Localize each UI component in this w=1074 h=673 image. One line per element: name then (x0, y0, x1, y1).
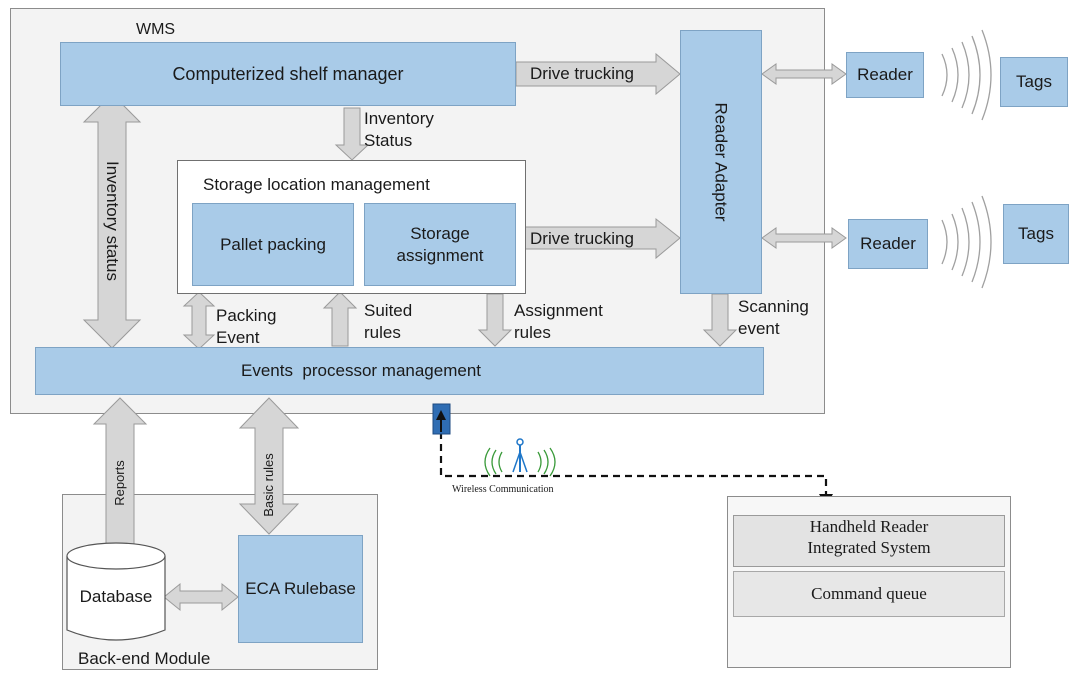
inventory-status-vertical-label: Inventory status (103, 160, 122, 282)
wireless-label: Wireless Communication (452, 484, 554, 495)
reader-bottom-box: Reader (848, 219, 928, 269)
inventory-status-down-label: Inventory Status (364, 109, 434, 150)
suited-rules-label: Suited rules (364, 301, 413, 342)
assignment-rules-arrow (477, 293, 513, 347)
handheld-title: Handheld Reader Integrated System (733, 515, 1005, 567)
database-label: Database (79, 587, 153, 606)
wms-title: WMS (136, 21, 176, 38)
inventory-status-down-arrow (334, 107, 370, 161)
database-rulebase-connector (163, 582, 239, 612)
backend-title: Back-end Module (78, 649, 211, 668)
database-icon (66, 542, 166, 641)
reader-top-box: Reader (846, 52, 924, 98)
wave-top-4 (971, 35, 981, 115)
reader-adapter-label: Reader Adapter (712, 102, 731, 222)
command-queue-box: Command queue (733, 571, 1005, 617)
tags-top-box: Tags (1000, 57, 1068, 107)
storage-location-title: Storage location management (203, 175, 430, 194)
assignment-rules-label: Assignment rules (514, 301, 603, 342)
wireless-link (439, 420, 828, 496)
drive-trucking-top-arrow (515, 52, 681, 96)
wave-bot-4 (971, 201, 981, 283)
scanning-event-label: Scanning event (738, 297, 809, 338)
drive-trucking-top-label: Drive trucking (530, 64, 634, 83)
wave-top-3 (961, 41, 970, 109)
reports-label: Reports (112, 460, 127, 506)
drive-trucking-bottom-arrow (515, 217, 681, 260)
wave-bot-5 (981, 195, 992, 289)
drive-trucking-bottom-label: Drive trucking (530, 229, 634, 248)
packing-event-label: Packing Event (216, 306, 277, 347)
reader-adapter-box: Reader Adapter (680, 30, 762, 294)
antenna-icon (484, 438, 556, 477)
basic-rules-label: Basic rules (261, 453, 276, 517)
packing-event-arrow (182, 291, 216, 350)
reader-top-connector (761, 63, 847, 85)
wave-bot-1 (941, 219, 948, 265)
storage-assignment-box: Storage assignment (364, 203, 516, 286)
wave-bot-2 (951, 213, 959, 271)
reader-bottom-connector (761, 227, 847, 249)
scanning-event-arrow (702, 293, 738, 347)
shelf-manager-box: Computerized shelf manager (60, 42, 516, 106)
wireless-arrowhead-up (436, 410, 446, 420)
eca-rulebase-box: ECA Rulebase (238, 535, 363, 643)
tags-bottom-box: Tags (1003, 204, 1069, 264)
wave-top-1 (941, 53, 948, 97)
events-processor-box: Events processor management (35, 347, 764, 395)
basic-rules-arrow (238, 397, 300, 535)
wave-top-5 (981, 29, 992, 121)
pallet-packing-box: Pallet packing (192, 203, 354, 286)
wave-top-2 (951, 47, 959, 103)
suited-rules-arrow (322, 291, 358, 347)
wave-bot-3 (961, 207, 970, 277)
